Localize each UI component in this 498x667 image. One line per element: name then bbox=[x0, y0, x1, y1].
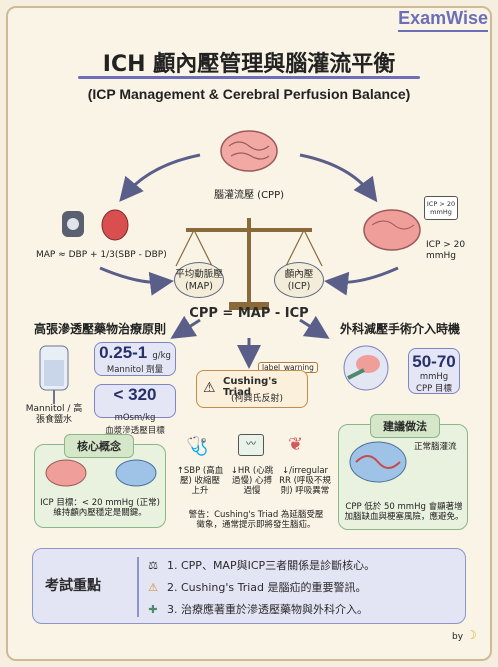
warning-icon: ⚠ bbox=[148, 580, 158, 594]
cpp-target-box: 50-70 mmHg CPP 目標 bbox=[408, 348, 460, 394]
icp-label: ICP > 20 mmHg bbox=[426, 240, 466, 261]
balance-scale-icon bbox=[175, 218, 323, 310]
iv-bag-icon bbox=[39, 345, 69, 404]
iv-bag-label: Mannitol / 高張食鹽水 bbox=[25, 404, 83, 425]
osm-unit: mOsm/kg bbox=[114, 413, 156, 423]
lungs-icon: ❦ bbox=[288, 434, 304, 455]
footer-by: by bbox=[452, 632, 464, 642]
cpp-target-value: 50-70 bbox=[412, 352, 456, 371]
brain-warning-icon: ⚠ bbox=[203, 380, 216, 396]
bp-cuff-icon bbox=[62, 209, 129, 241]
dose-value: 0.25-1 bbox=[99, 343, 148, 362]
page-title: ICH 顱內壓管理與腦灌流平衡 bbox=[102, 52, 396, 77]
cerebral-perfusion-icon bbox=[349, 441, 407, 483]
cushing-subtitle: (柯興氏反射) bbox=[231, 394, 284, 404]
exam-item-2: ⚠ 2. Cushing's Triad 是腦疝的重要警訊。 bbox=[145, 579, 367, 595]
icp-oval: 顱內壓 (ICP) bbox=[274, 262, 324, 298]
dose-caption: Mannitol 劑量 bbox=[106, 365, 164, 375]
ecg-icon: 〰 bbox=[238, 434, 264, 456]
advice-text: CPP 低於 50 mmHg 會顯著增加腦缺血與梗塞風險，應避免。 bbox=[344, 502, 464, 523]
osmotic-heading: 高張滲透壓藥物治療原則 bbox=[34, 322, 167, 336]
brain-icon-red bbox=[45, 459, 87, 487]
brain-icon bbox=[220, 130, 278, 172]
cushing-title: Cushing's Triad bbox=[223, 376, 278, 398]
exam-item-1-text: 1. CPP、MAP與ICP三者關係是診斷核心。 bbox=[167, 559, 376, 572]
exam-focus-title: 考試重點 bbox=[45, 578, 101, 594]
exam-focus-box: 考試重點 ⚖ 1. CPP、MAP與ICP三者關係是診斷核心。 ⚠ 2. Cus… bbox=[32, 548, 466, 624]
scale-icon: ⚖ bbox=[148, 558, 158, 572]
core-concept-text: ICP 目標：< 20 mmHg (正常) 維持顱內壓穩定是關鍵。 bbox=[40, 498, 160, 519]
cpp-target-caption: CPP 目標 bbox=[416, 384, 452, 394]
exam-item-3-text: 3. 治療應著重於滲透壓藥物與外科介入。 bbox=[167, 603, 368, 616]
exam-divider bbox=[137, 557, 139, 617]
blood-pressure-icon: 🩺 bbox=[186, 436, 209, 457]
rr-sign: ↓/irregular RR (呼吸不規則) 呼吸異常 bbox=[279, 466, 331, 497]
page-subtitle: (ICP Management & Cerebral Perfusion Bal… bbox=[87, 86, 411, 102]
cushing-warning: 警告：Cushing's Triad 為延腦受壓徵象，通常提示即將發生腦疝。 bbox=[188, 510, 324, 531]
exam-item-3: ✚ 3. 治療應著重於滲透壓藥物與外科介入。 bbox=[145, 601, 368, 617]
osm-caption: 血漿滲透壓目標 bbox=[105, 426, 165, 436]
pressurized-brain-icon bbox=[363, 209, 421, 251]
core-concept-tag: 核心概念 bbox=[64, 434, 134, 458]
icp-monitor: ICP > 20 mmHg bbox=[424, 196, 458, 220]
brand-logo: ExamWise bbox=[398, 8, 488, 32]
map-oval: 平均動脈壓 (MAP) bbox=[174, 262, 224, 298]
advice-brain-label: 正常腦灌流 bbox=[414, 442, 457, 452]
treatment-icon: ✚ bbox=[148, 602, 158, 616]
brain-icon-blue bbox=[115, 459, 157, 487]
mannitol-dose-box: 0.25-1 g/kg Mannitol 劑量 bbox=[94, 342, 176, 376]
advice-tag: 建議做法 bbox=[370, 414, 440, 438]
cpp-formula: CPP = MAP - ICP bbox=[189, 306, 309, 321]
osm-value: < 320 bbox=[113, 385, 157, 404]
cpp-label: 腦灌流壓 (CPP) bbox=[213, 190, 285, 201]
banana-logo-icon: ☽ bbox=[466, 628, 477, 642]
exam-item-2-text: 2. Cushing's Triad 是腦疝的重要警訊。 bbox=[167, 581, 367, 594]
surgery-icon bbox=[343, 345, 389, 391]
sbp-sign: ↑SBP (高血壓) 收縮壓上升 bbox=[176, 466, 224, 497]
exam-item-1: ⚖ 1. CPP、MAP與ICP三者關係是診斷核心。 bbox=[145, 557, 375, 573]
title-underline bbox=[78, 76, 420, 79]
dose-unit: g/kg bbox=[152, 351, 171, 361]
map-formula: MAP ≈ DBP + 1/3(SBP - DBP) bbox=[36, 250, 167, 260]
cushing-box: ⚠ Cushing's Triad (柯興氏反射) bbox=[196, 370, 308, 408]
cpp-target-unit: mmHg bbox=[419, 372, 449, 382]
core-concept-box bbox=[34, 444, 166, 528]
osmolality-box: < 320 mOsm/kg 血漿滲透壓目標 bbox=[94, 384, 176, 436]
hr-sign: ↓HR (心跳過慢) 心搏過慢 bbox=[230, 466, 274, 497]
surgery-heading: 外科減壓手術介入時機 bbox=[340, 322, 461, 336]
